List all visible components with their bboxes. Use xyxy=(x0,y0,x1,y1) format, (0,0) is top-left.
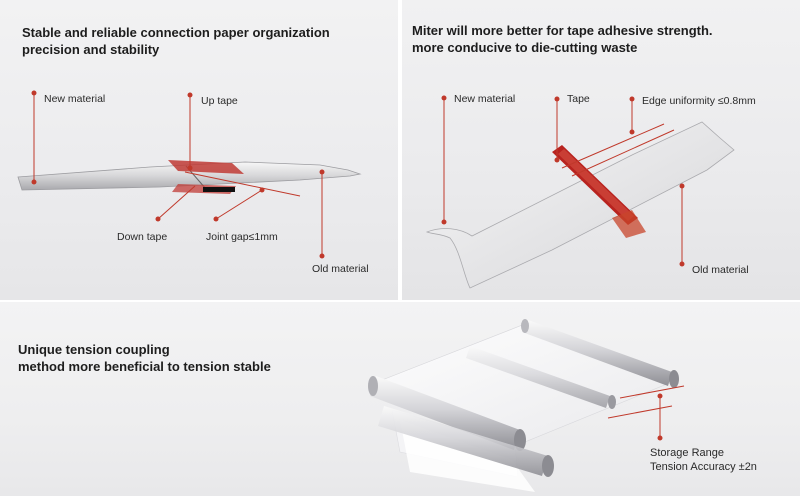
roller-top-right xyxy=(521,319,679,388)
panel2-heading-line2: more conducive to die-cutting waste xyxy=(412,40,638,55)
panel1-heading-line2: precision and stability xyxy=(22,42,160,57)
tape-shadow xyxy=(203,187,235,192)
edge-line-a xyxy=(561,123,665,169)
panel2-heading-line1: Miter will more better for tape adhesive… xyxy=(412,23,713,38)
panel3-heading-line1: Unique tension coupling xyxy=(18,342,170,357)
label-miter-new-material: New material xyxy=(454,93,516,105)
label-new-material: New material xyxy=(44,93,106,105)
panel1-heading-line1: Stable and reliable connection paper org… xyxy=(22,25,330,40)
label-edge-uniformity: Edge uniformity ≤0.8mm xyxy=(642,95,756,107)
miter-material-strip xyxy=(425,121,735,289)
label-tape: Tape xyxy=(567,93,590,105)
miter-splice-illustration xyxy=(425,95,735,289)
tension-rollers-illustration xyxy=(368,319,685,492)
panel3-heading: Unique tension coupling method more bene… xyxy=(18,341,271,375)
roller-left xyxy=(368,376,526,451)
panel-butt-splice: Stable and reliable connection paper org… xyxy=(0,0,398,300)
joint-gap-extension xyxy=(184,171,301,197)
label-old-material: Old material xyxy=(312,263,369,275)
roller-bottom xyxy=(378,406,554,477)
label-up-tape: Up tape xyxy=(201,95,238,107)
butt-splice-illustration xyxy=(17,90,362,259)
panel2-heading: Miter will more better for tape adhesive… xyxy=(412,22,713,56)
label-tension-accuracy: Tension Accuracy ±2n xyxy=(650,461,757,473)
down-tape-leader xyxy=(157,185,196,220)
panel3-heading-line2: method more beneficial to tension stable xyxy=(18,359,271,374)
panel-miter-splice: Miter will more better for tape adhesive… xyxy=(402,0,800,300)
panel-tension-coupling: Unique tension coupling method more bene… xyxy=(0,302,800,496)
miter-tape-highlight xyxy=(558,149,634,221)
label-storage-range: Storage Range xyxy=(650,447,724,459)
up-tape xyxy=(168,160,244,174)
edge-line-b xyxy=(571,129,675,177)
storage-range-upper-line xyxy=(619,385,685,399)
roller-middle xyxy=(466,346,616,409)
panel1-heading: Stable and reliable connection paper org… xyxy=(22,24,330,58)
miter-tape-underside xyxy=(612,210,646,238)
storage-range-lower-line xyxy=(607,405,673,419)
joint-gap-leader xyxy=(215,189,263,220)
label-miter-old-material: Old material xyxy=(692,264,749,276)
label-down-tape: Down tape xyxy=(117,231,168,243)
label-joint-gap: Joint gap≤1mm xyxy=(206,231,278,243)
